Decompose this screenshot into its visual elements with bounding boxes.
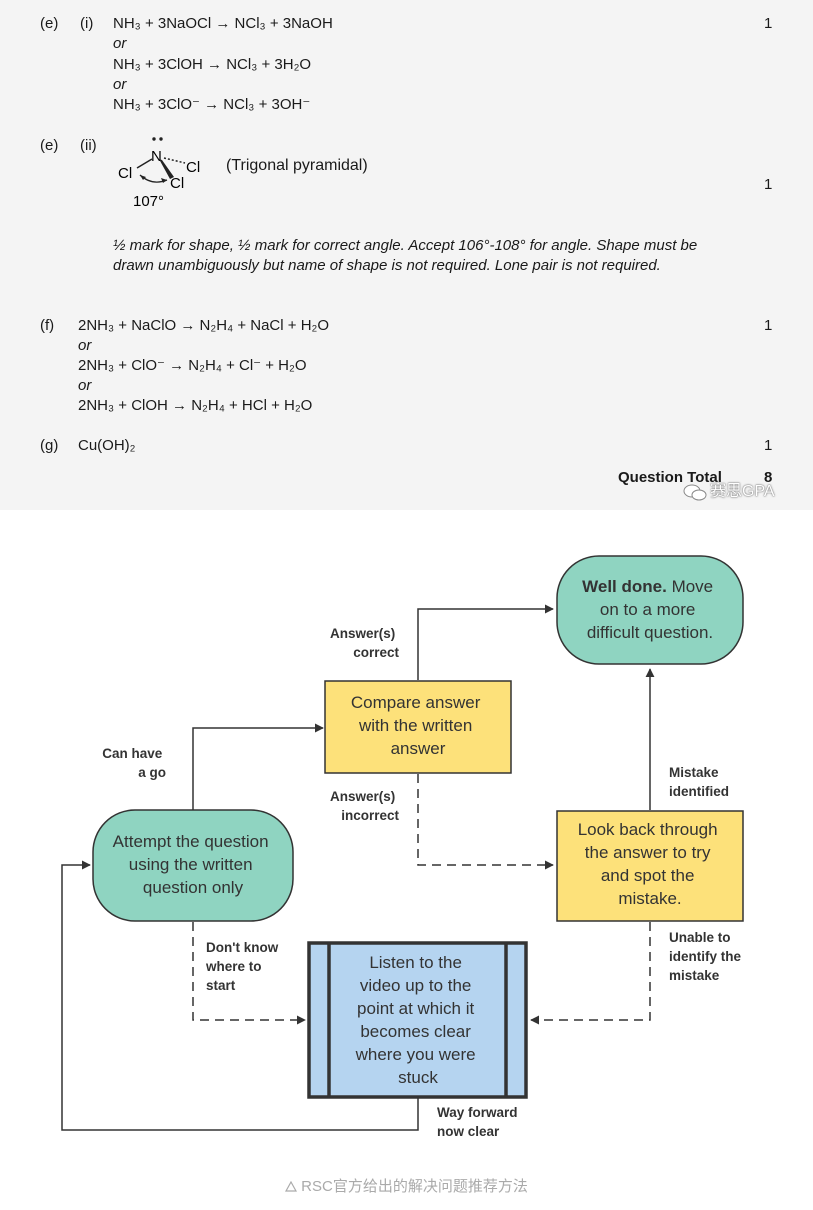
bond-angle: 107° bbox=[133, 193, 164, 210]
attempt-question-text: Attempt the question using the written q… bbox=[113, 832, 274, 897]
label-answers-correct: Answer(s) correct bbox=[330, 626, 400, 660]
triangle-icon bbox=[285, 1180, 298, 1192]
ncl3-structure-diagram: N Cl Cl Cl 107° bbox=[118, 137, 200, 210]
label-answers-incorrect: Answer(s) incorrect bbox=[330, 789, 400, 823]
watermark: 赛思GPA bbox=[710, 483, 775, 500]
or-text: or bbox=[113, 76, 127, 93]
atom-cl: Cl bbox=[170, 175, 184, 192]
shape-name: (Trigonal pyramidal) bbox=[226, 157, 368, 174]
mark-value: 1 bbox=[764, 317, 773, 334]
compare-answer-text: Compare answer with the written answer bbox=[351, 693, 485, 758]
caption-text: RSC官方给出的解决问题推荐方法 bbox=[301, 1178, 528, 1195]
part-label: (f) bbox=[40, 317, 55, 334]
mark-value: 1 bbox=[764, 15, 773, 32]
or-text: or bbox=[78, 377, 92, 394]
question-total-label: Question Total bbox=[618, 469, 722, 486]
part-label: (e) bbox=[40, 137, 59, 154]
subpart-label: (ii) bbox=[80, 137, 97, 154]
marking-note: ½ mark for shape, ½ mark for correct ang… bbox=[113, 237, 698, 274]
arrow-attempt-to-listen bbox=[192, 922, 306, 1025]
connectors bbox=[61, 604, 655, 1131]
label-mistake-identified: Mistake identified bbox=[669, 765, 729, 799]
listen-video-box bbox=[307, 941, 528, 1099]
compare-answer-box bbox=[324, 680, 512, 774]
mark-scheme: (e) (i) NH₃ + 3NaOCl → NCl₃ + 3NaOH or N… bbox=[0, 0, 813, 510]
atom-n: N bbox=[151, 148, 162, 165]
equation: NH₃ + 3ClOH → NCl₃ + 3H₂O bbox=[113, 56, 312, 73]
answer: Cu(OH)₂ bbox=[78, 437, 136, 454]
listen-video-text: Listen to the video up to the point at w… bbox=[355, 953, 481, 1087]
question-total-value: 8 bbox=[764, 469, 773, 486]
equation: NH₃ + 3ClO⁻ → NCl₃ + 3OH⁻ bbox=[113, 96, 311, 113]
mark-value: 1 bbox=[764, 176, 773, 193]
arrow-attempt-to-compare bbox=[192, 723, 324, 810]
atom-cl: Cl bbox=[186, 159, 200, 176]
problem-solving-flowchart: Well done. Move on to a more difficult q… bbox=[61, 555, 745, 1139]
arrow-compare-to-lookback bbox=[417, 774, 554, 870]
equation: 2NH₃ + ClOH → N₂H₄ + HCl + H₂O bbox=[78, 397, 313, 414]
chat-bubble-icon bbox=[683, 484, 707, 501]
part-label: (g) bbox=[40, 437, 59, 454]
label-way-forward: Way forward now clear bbox=[437, 1105, 521, 1139]
arrow-listen-to-attempt bbox=[61, 860, 419, 1131]
label-dont-know: Don't know where to start bbox=[205, 940, 282, 993]
well-done-box bbox=[556, 555, 744, 665]
attempt-question-box bbox=[92, 809, 294, 922]
subpart-label: (i) bbox=[80, 15, 94, 32]
look-back-box bbox=[556, 810, 744, 922]
arrow-lookback-to-listen bbox=[530, 922, 651, 1025]
or-text: or bbox=[113, 35, 127, 52]
equation: 2NH₃ + NaClO → N₂H₄ + NaCl + H₂O bbox=[78, 317, 330, 334]
atom-cl: Cl bbox=[118, 165, 132, 182]
or-text: or bbox=[78, 337, 92, 354]
look-back-text: Look back through the answer to try and … bbox=[578, 820, 723, 908]
mark-value: 1 bbox=[764, 437, 773, 454]
image-caption: RSC官方给出的解决问题推荐方法 bbox=[0, 1175, 813, 1196]
well-done-text: Well done. Move on to a more difficult q… bbox=[582, 577, 718, 642]
equation: 2NH₃ + ClO⁻ → N₂H₄ + Cl⁻ + H₂O bbox=[78, 357, 307, 374]
arrow-compare-to-welldone bbox=[417, 604, 554, 680]
part-label: (e) bbox=[40, 15, 59, 32]
label-can-have-go: Can have a go bbox=[102, 746, 166, 780]
label-unable-identify: Unable to identify the mistake bbox=[669, 930, 745, 983]
equation: NH₃ + 3NaOCl → NCl₃ + 3NaOH bbox=[113, 15, 333, 32]
